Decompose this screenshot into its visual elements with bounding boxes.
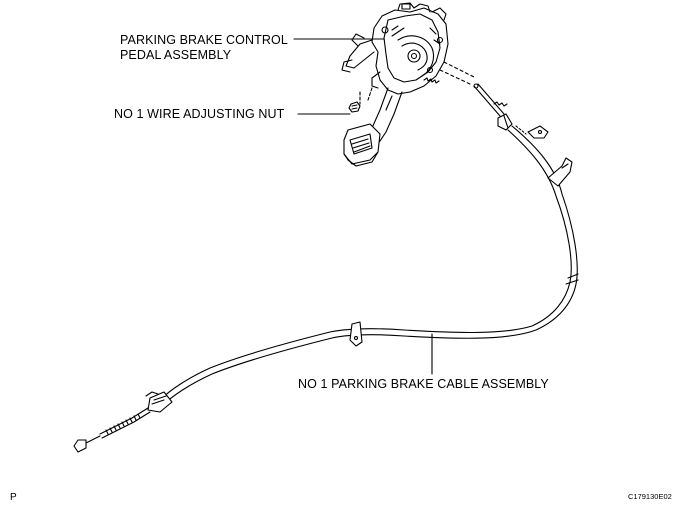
cable-front-end-drawing <box>473 83 549 139</box>
corner-mark-p: P <box>10 492 17 503</box>
leader-lines <box>293 38 433 375</box>
callout-cable-assembly: NO 1 PARKING BRAKE CABLE ASSEMBLY <box>298 377 549 391</box>
callout-adjusting-nut: NO 1 WIRE ADJUSTING NUT <box>114 107 285 121</box>
pedal-assembly-drawing <box>341 2 477 167</box>
callout-pedal-assembly-line2: PEDAL ASSEMBLY <box>120 48 232 62</box>
callout-pedal-assembly-line1: PARKING BRAKE CONTROL <box>120 33 288 47</box>
figure-code: C179130E02 <box>628 492 672 501</box>
cable-run-drawing <box>73 125 579 453</box>
